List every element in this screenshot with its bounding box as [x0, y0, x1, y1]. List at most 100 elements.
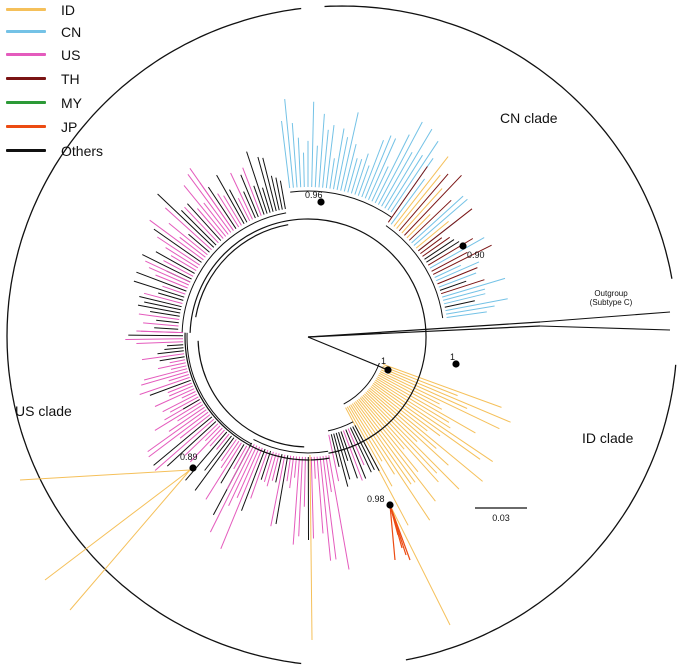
backbone-arc [184, 332, 330, 461]
leaf-branch [390, 178, 426, 225]
leaf-branch [226, 447, 250, 490]
legend-label-jp: JP [61, 119, 78, 135]
leaf-branch [169, 396, 199, 413]
legend-item-jp: JP [6, 117, 136, 137]
leaf-branch [136, 271, 187, 292]
leaf-branch [179, 414, 211, 439]
inner-arc [343, 362, 380, 405]
leaf-branch [275, 177, 283, 210]
leaf-branch [284, 99, 294, 188]
leaf-branch [263, 451, 274, 483]
support-nodes [189, 198, 467, 509]
leaf-branch [435, 261, 480, 282]
leaf-branch [184, 423, 219, 456]
leaf-branch [157, 193, 215, 248]
leaf-branch [389, 504, 451, 626]
leaf-branch [359, 397, 405, 450]
backbone-arc [197, 340, 305, 448]
leaf-branch [223, 195, 242, 226]
legend-item-us: US [6, 45, 136, 65]
leaf-branch [209, 429, 225, 447]
leaf-branch [389, 504, 411, 561]
leaf-branch [168, 406, 205, 432]
leaf-branch [19, 469, 191, 481]
leaf-branch [188, 233, 210, 253]
leaf-branch [328, 434, 340, 482]
leaf-branch [199, 182, 234, 231]
leaf-branch [406, 214, 431, 239]
leaf-branch [257, 156, 274, 212]
leaf-branch [220, 440, 240, 469]
leaf-branch [350, 158, 363, 194]
legend-label-id: ID [61, 2, 75, 18]
leaf-branch [349, 427, 372, 473]
legend-label-th: TH [61, 71, 80, 87]
leaf-branch [275, 455, 289, 525]
leaf-branch [393, 156, 449, 227]
leaf-branch [342, 430, 363, 481]
leaf-branch [432, 244, 492, 275]
leaf-branch [271, 453, 280, 481]
leaf-branch [279, 180, 286, 210]
leaf-branch [154, 401, 202, 431]
leaf-branch [153, 228, 202, 263]
outgroup-label-line2: (Subtype C) [590, 298, 633, 307]
leaf-branch [143, 368, 188, 381]
support-node-cn [317, 198, 325, 206]
leaf-branch [313, 456, 316, 479]
leaf-branch [154, 418, 215, 471]
leaf-branch [289, 456, 295, 489]
leaf-branch [164, 207, 212, 251]
leaf-branch [381, 151, 413, 207]
leaf-branch [358, 398, 419, 473]
leaf-branch [408, 199, 452, 241]
legend-swatch-cn [6, 30, 46, 33]
leaf-branch [169, 385, 194, 397]
leaf-branch [347, 428, 365, 466]
leaf-branch [381, 367, 511, 423]
leaf-branch [384, 128, 433, 209]
leaf-branch [184, 206, 219, 244]
support-label-us: 0.89 [180, 452, 198, 462]
leaf-branch [148, 411, 209, 458]
leaf-branch [361, 140, 384, 198]
leaf-branch [398, 173, 449, 232]
leaf-branch [207, 186, 237, 229]
leaf-branch [329, 158, 335, 189]
leaf-branch [262, 157, 277, 212]
leaf-branch [138, 313, 180, 320]
leaf-branch [387, 166, 428, 223]
legend-item-th: TH [6, 69, 136, 89]
cn-clade-arc [324, 5, 673, 279]
leaf-branch [330, 434, 340, 468]
leaf-branch [376, 377, 450, 423]
leaf-branch [415, 221, 449, 249]
leaf-branch [422, 236, 450, 257]
leaf-branch [187, 174, 232, 233]
leaf-branch [141, 371, 189, 386]
leaf-branch [446, 311, 487, 318]
support-node-jp [386, 501, 394, 509]
leaf-branch [431, 251, 468, 272]
inner-arc [290, 190, 392, 218]
leaf-branch [220, 444, 245, 484]
legend-swatch-us [6, 53, 46, 56]
legend-label-cn: CN [61, 24, 82, 40]
leaf-branch [417, 208, 473, 252]
leaf-branch [316, 456, 324, 534]
outgroup-branch [307, 325, 541, 338]
leaf-branch [446, 305, 495, 315]
leaf-branch [143, 322, 179, 327]
leaf-branch [338, 432, 349, 461]
leaf-branch [340, 112, 359, 191]
leaf-branch [185, 431, 228, 481]
leaf-branch [346, 406, 393, 487]
leaf-branch [377, 376, 476, 434]
leaf-branch [370, 386, 428, 432]
leaf-branch [154, 327, 179, 330]
leaf-branch [382, 365, 458, 397]
scale-bar-label: 0.03 [492, 513, 510, 523]
leaf-branch [217, 193, 240, 228]
leaf-branch [378, 374, 443, 410]
leaf-branch [197, 208, 224, 239]
